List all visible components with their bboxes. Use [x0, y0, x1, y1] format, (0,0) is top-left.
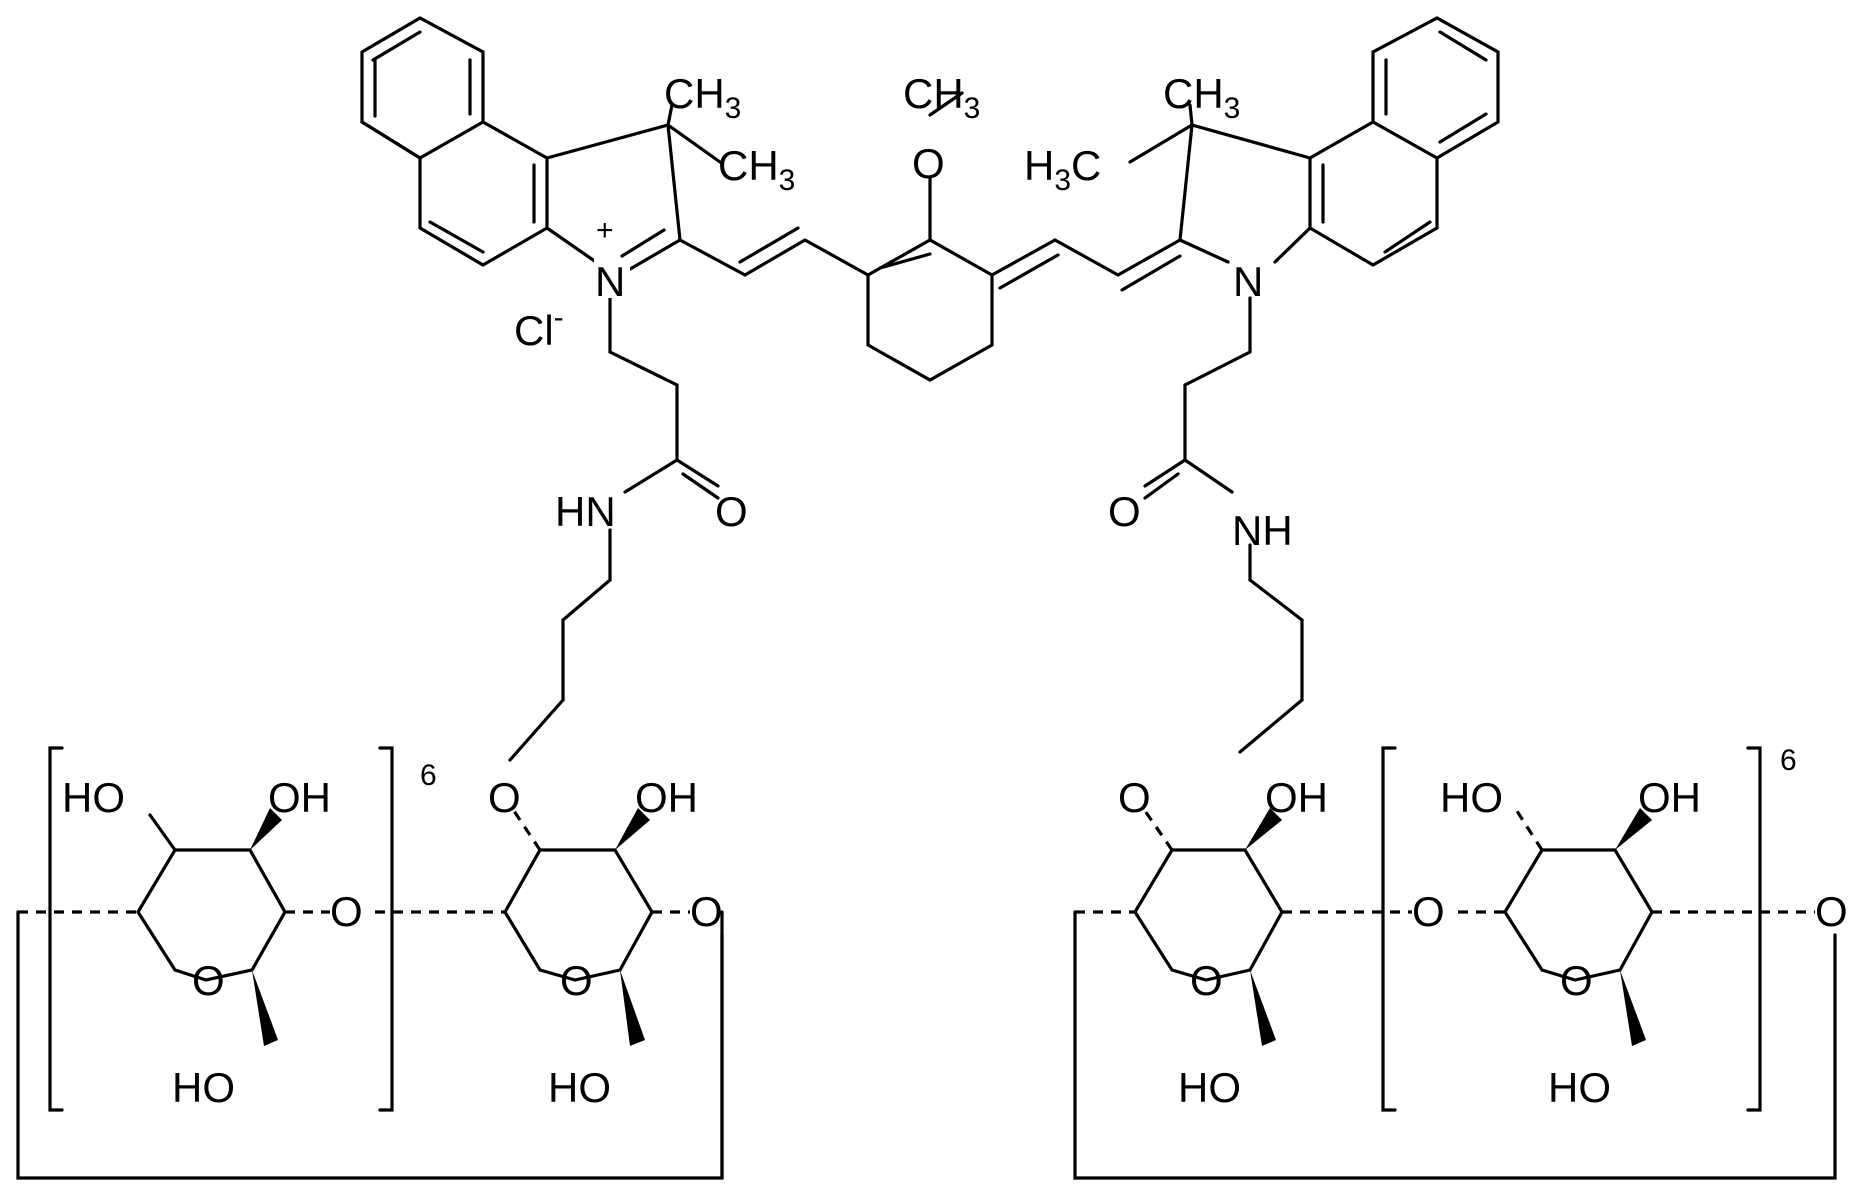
- label-oh-right-2: OH: [1638, 774, 1701, 821]
- label-o-link-left-1: O: [330, 888, 363, 935]
- label-oh-right-1: OH: [1265, 774, 1328, 821]
- label-o-link-right-2: O: [1815, 888, 1848, 935]
- label-o-ring-left-1: O: [192, 957, 225, 1004]
- label-oh-left-2: OH: [635, 774, 698, 821]
- label-o-methoxy: O: [912, 140, 945, 187]
- label-hn-left: HN: [555, 488, 616, 535]
- label-plus-charge: +: [596, 214, 614, 247]
- label-ho-right-3: HO: [1548, 1064, 1611, 1111]
- label-n-right: N: [1233, 258, 1263, 305]
- label-n-plus: N: [595, 258, 625, 305]
- label-o-carbonyl-left: O: [715, 488, 748, 535]
- right-naphthindoline: [1128, 16, 1500, 754]
- label-h3c-right: H3C: [1024, 142, 1101, 197]
- label-o-ether-right: O: [1118, 774, 1151, 821]
- label-ho-left-2: HO: [172, 1064, 235, 1111]
- label-ch3-top-right: CH3: [1163, 70, 1240, 125]
- label-o-ether-left: O: [488, 774, 521, 821]
- label-ch3-left: CH3: [718, 142, 795, 197]
- label-o-ring-right-1: O: [1190, 957, 1223, 1004]
- label-ho-right-1: HO: [1178, 1064, 1241, 1111]
- label-repeat-right: 6: [1780, 744, 1797, 777]
- label-nh-right: NH: [1232, 507, 1293, 554]
- label-chloride: Cl-: [514, 301, 564, 354]
- label-ho-right-2: HO: [1440, 774, 1503, 821]
- left-naphthindolium: [360, 16, 722, 762]
- label-o-link-right-1: O: [1412, 888, 1445, 935]
- label-ch3-methoxy: CH3: [903, 70, 980, 125]
- label-o-carbonyl-right: O: [1108, 488, 1141, 535]
- label-o-link-left-2: O: [690, 888, 723, 935]
- right-cyclodextrin: [1073, 746, 1837, 1180]
- label-ch3-top-left: CH3: [664, 70, 741, 125]
- label-o-ring-right-2: O: [1560, 957, 1593, 1004]
- polymethine-bridge: [678, 91, 1182, 382]
- left-cyclodextrin: [16, 746, 724, 1180]
- label-o-ring-left-2: O: [560, 957, 593, 1004]
- label-ho-left-3: HO: [548, 1064, 611, 1111]
- label-oh-left-1: OH: [268, 774, 331, 821]
- label-ho-left-1: HO: [62, 774, 125, 821]
- atom-labels: CH3 CH3 N + Cl- HN O O CH3 CH3 H3C N O N…: [62, 70, 1848, 1111]
- label-repeat-left: 6: [420, 759, 437, 792]
